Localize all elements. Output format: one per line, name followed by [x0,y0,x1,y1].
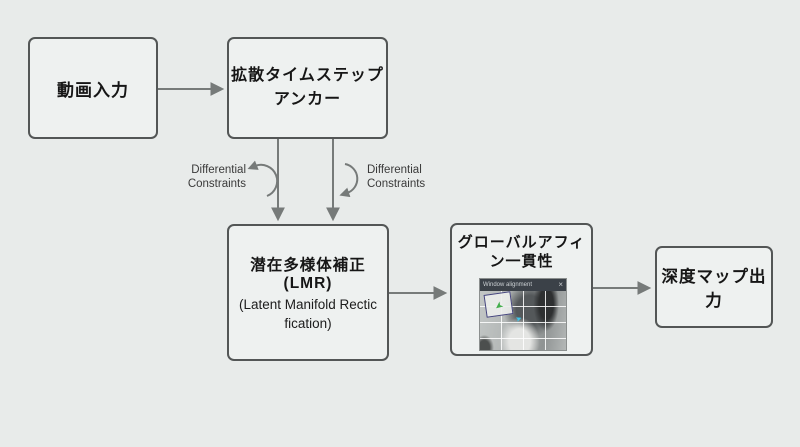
alignment-selection-box: ➤ [483,291,514,318]
label-line: Constraints [367,177,426,190]
label-line: Differential [367,164,422,176]
label-line: Constraints [187,177,246,190]
lmr-subtitle-line1: (Latent Manifold Rectic [238,296,378,312]
timestep-anchor-label-line1: 拡散タイムステップ [231,67,384,84]
lmr-title: 潜在多様体補正(LMR) [250,256,366,292]
curved-arrow-right-icon [339,163,359,198]
node-video-input: 動画入力 [28,37,158,139]
node-latent-manifold-rectification: 潜在多様体補正(LMR) (Latent Manifold Rectic fic… [227,224,389,361]
node-diffusion-timestep-anchor: 拡散タイムステップ アンカー [227,37,388,139]
green-cursor-icon: ➤ [492,297,506,312]
timestep-anchor-label-line2: アンカー [273,91,342,108]
global-affine-label-line1: グローバルアフィ [457,234,586,251]
close-icon: × [558,280,563,289]
window-alignment-titlebar: Window alignment × [480,279,566,291]
global-affine-label-line2: ン一貫性 [489,253,554,270]
window-alignment-title: Window alignment [483,281,533,288]
lmr-subtitle-line2: fication) [284,315,332,331]
curved-arrow-left-icon [247,160,279,197]
window-alignment-screenshot: Window alignment × ➤ ➤ [479,278,567,351]
node-global-affine-consistency: グローバルアフィ ン一貫性 Window alignment × ➤ ➤ [450,223,593,356]
depth-output-label: 深度マップ出力 [661,268,767,310]
depth-map-preview: ➤ ➤ [480,291,566,350]
differential-constraints-label-left: Differential Constraints [168,164,246,191]
node-depth-map-output: 深度マップ出力 [655,246,773,328]
differential-constraints-label-right: Differential Constraints [367,164,445,191]
video-input-label: 動画入力 [57,80,129,100]
label-line: Differential [191,164,246,176]
